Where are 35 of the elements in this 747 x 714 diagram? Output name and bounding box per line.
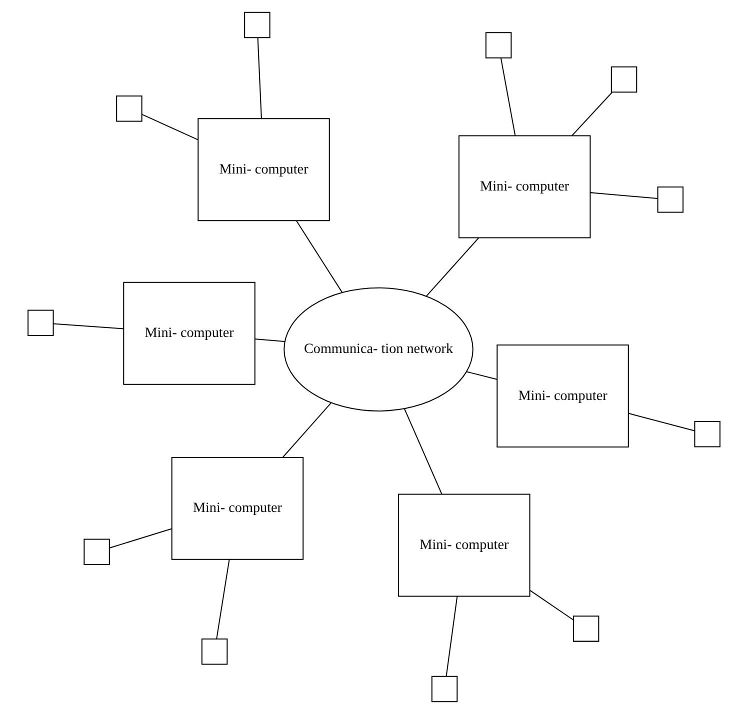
node-box <box>610 66 637 93</box>
connector <box>295 220 342 293</box>
connector <box>571 92 612 136</box>
node-box: Mini- computer <box>496 344 628 448</box>
node-box <box>430 676 458 702</box>
connector <box>254 338 284 342</box>
connector <box>628 412 694 432</box>
node-box <box>200 638 228 665</box>
connector <box>109 528 172 548</box>
node-box: Mini- computer <box>197 118 330 222</box>
node-box: Mini- computer <box>170 456 304 560</box>
node-box <box>83 538 110 566</box>
connector <box>529 590 573 620</box>
connector <box>426 237 479 296</box>
node-box: Mini- computer <box>122 282 255 385</box>
node-ellipse: Communica- tion network <box>283 287 473 412</box>
node-box <box>656 186 684 213</box>
connector <box>52 323 124 330</box>
connector <box>216 559 230 639</box>
connector <box>403 408 442 494</box>
connector <box>282 402 331 458</box>
node-box <box>116 95 142 122</box>
node-box <box>484 32 512 58</box>
connector <box>141 114 198 140</box>
connector <box>500 58 516 136</box>
connector <box>466 371 497 380</box>
connector <box>445 596 458 676</box>
node-box <box>572 616 599 642</box>
node-box <box>694 421 720 448</box>
connector <box>256 38 262 118</box>
node-box <box>244 12 270 38</box>
node-box: Mini- computer <box>398 494 530 597</box>
node-box <box>27 310 54 336</box>
node-box: Mini- computer <box>458 135 590 238</box>
connector <box>590 192 658 200</box>
